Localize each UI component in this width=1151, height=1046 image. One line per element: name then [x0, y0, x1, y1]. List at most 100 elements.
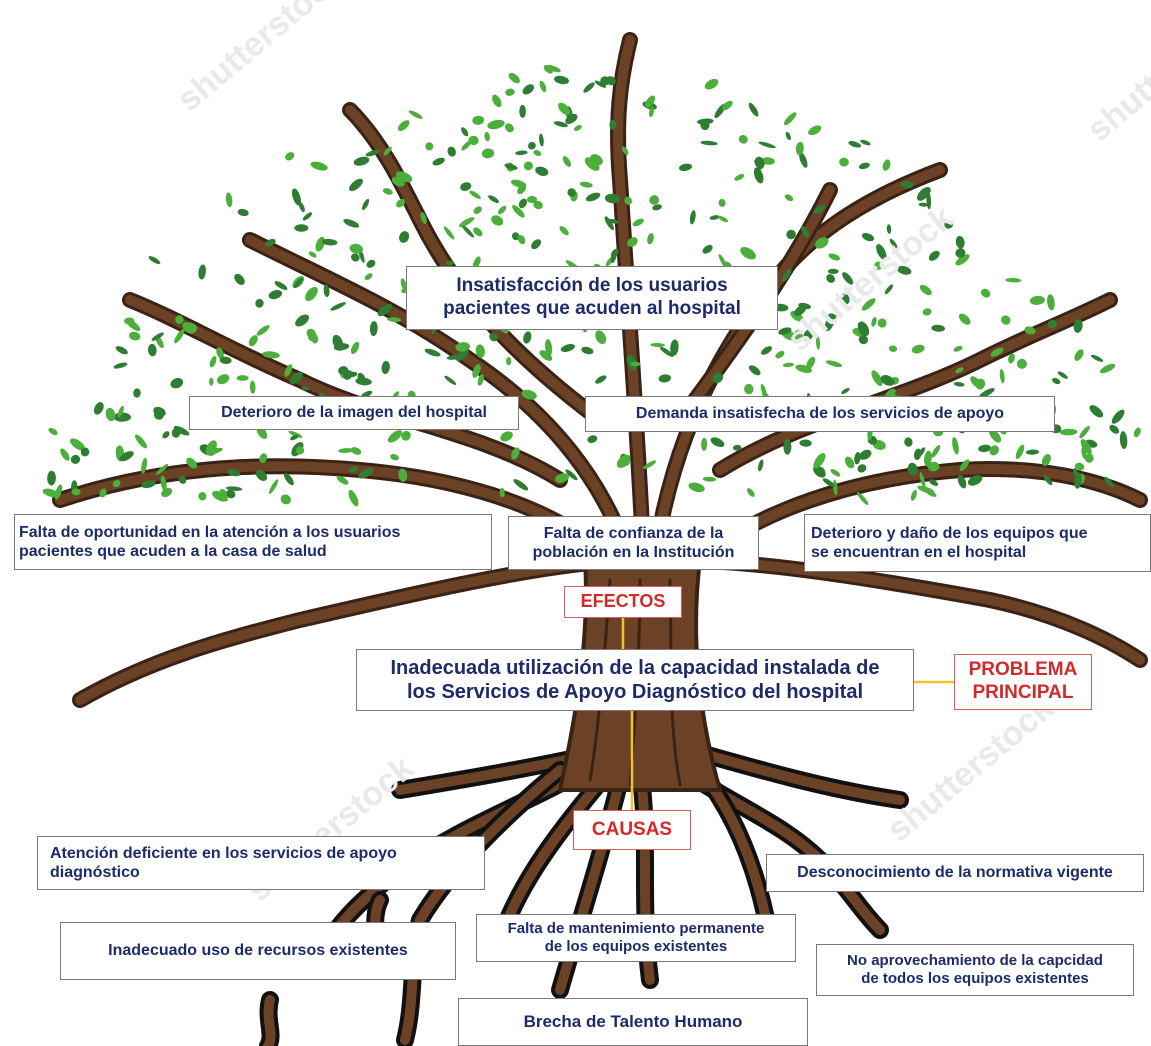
leaf: [579, 181, 593, 188]
leaf: [293, 312, 311, 329]
leaf: [999, 313, 1012, 326]
leaf: [468, 189, 482, 200]
leaf: [593, 329, 608, 346]
leaf: [283, 150, 295, 162]
cause-mantenimiento-box: Falta de mantenimiento permanente de los…: [476, 914, 796, 962]
leaf: [342, 217, 360, 229]
leaf: [585, 191, 602, 203]
leaf: [381, 360, 391, 374]
leaf: [753, 155, 766, 170]
leaf: [442, 225, 455, 240]
leaf: [523, 160, 535, 171]
leaf: [534, 165, 550, 178]
effect-top-box: Insatisfacción de los usuarios pacientes…: [406, 266, 778, 330]
leaf: [481, 148, 495, 159]
effect-lower-right-box: Deterioro y daño de los equipos que se e…: [804, 514, 1151, 572]
leaf: [1132, 426, 1142, 438]
leaf: [349, 341, 361, 356]
leaf: [499, 429, 515, 443]
leaf: [718, 199, 726, 208]
leaf: [560, 343, 576, 354]
leaf: [267, 288, 283, 300]
leaf: [425, 142, 434, 151]
leaf: [273, 280, 288, 292]
leaf: [783, 362, 795, 367]
leaf: [446, 145, 457, 157]
leaf: [632, 217, 646, 228]
leaf: [848, 140, 862, 149]
leaf: [1108, 423, 1121, 436]
leaf: [232, 272, 247, 287]
leaf: [490, 93, 503, 109]
effects-label: EFECTOS: [564, 586, 682, 618]
leaf: [594, 374, 608, 386]
leaf: [198, 264, 207, 280]
leaf: [700, 140, 718, 146]
leaf: [829, 468, 841, 478]
cause-mantenimiento-text: Falta de mantenimiento permanente de los…: [508, 920, 765, 956]
leaf: [382, 187, 394, 196]
cause-normativa-box: Desconocimiento de la normativa vigente: [766, 854, 1144, 892]
leaf: [309, 160, 328, 172]
leaf: [538, 133, 544, 146]
leaf: [472, 205, 483, 216]
leaf: [922, 307, 932, 316]
leaf: [250, 381, 256, 394]
leaf: [886, 224, 891, 234]
causes-label-text: CAUSAS: [592, 819, 672, 842]
effect-top-text: Insatisfacción de los usuarios pacientes…: [443, 275, 741, 321]
cause-talento-box: Brecha de Talento Humano: [458, 998, 808, 1046]
leaf: [1057, 370, 1069, 380]
leaf: [955, 235, 966, 249]
leaf: [737, 133, 749, 145]
leaf: [757, 459, 764, 472]
leaf: [774, 349, 786, 360]
leaf: [746, 487, 757, 498]
cause-recursos-text: Inadecuado uso de recursos existentes: [108, 941, 408, 960]
leaf: [650, 343, 665, 348]
leaf: [703, 77, 720, 92]
leaf: [553, 75, 569, 86]
leaf: [389, 453, 400, 462]
leaf: [512, 477, 530, 492]
causes-label: CAUSAS: [573, 810, 691, 850]
leaf: [752, 166, 765, 185]
effect-right-text: Demanda insatisfecha de los servicios de…: [636, 404, 1004, 423]
leaf: [561, 155, 572, 168]
leaf: [489, 213, 505, 228]
leaf: [104, 407, 117, 422]
leaf: [689, 210, 697, 225]
leaf: [784, 193, 795, 203]
leaf: [840, 387, 850, 396]
leaf: [522, 331, 533, 345]
leaf: [733, 173, 745, 182]
leaf: [1090, 353, 1104, 363]
leaf: [573, 124, 583, 133]
leaf: [825, 359, 843, 368]
leaf: [472, 115, 484, 125]
leaf: [255, 323, 271, 337]
leaf: [515, 150, 528, 155]
leaf: [519, 105, 526, 118]
leaf: [208, 355, 218, 368]
leaf: [396, 118, 411, 133]
leaf: [1060, 428, 1078, 435]
leaf: [646, 232, 655, 245]
leaf: [198, 491, 207, 501]
leaf: [370, 321, 379, 336]
leaf: [303, 285, 321, 304]
leaf: [92, 400, 106, 416]
leaf: [496, 204, 507, 215]
leaf: [408, 109, 424, 120]
leaf: [458, 215, 476, 228]
leaf: [279, 493, 293, 507]
leaf: [133, 388, 141, 398]
leaf: [486, 118, 505, 131]
leaf: [507, 71, 522, 85]
cause-aprovechamiento-text: No aprovechamiento de la capcidad de tod…: [847, 952, 1103, 988]
leaf: [161, 430, 171, 440]
leaf: [953, 345, 964, 353]
cause-talento-text: Brecha de Talento Humano: [524, 1012, 743, 1032]
leaf: [783, 439, 791, 455]
leaf: [347, 176, 365, 193]
